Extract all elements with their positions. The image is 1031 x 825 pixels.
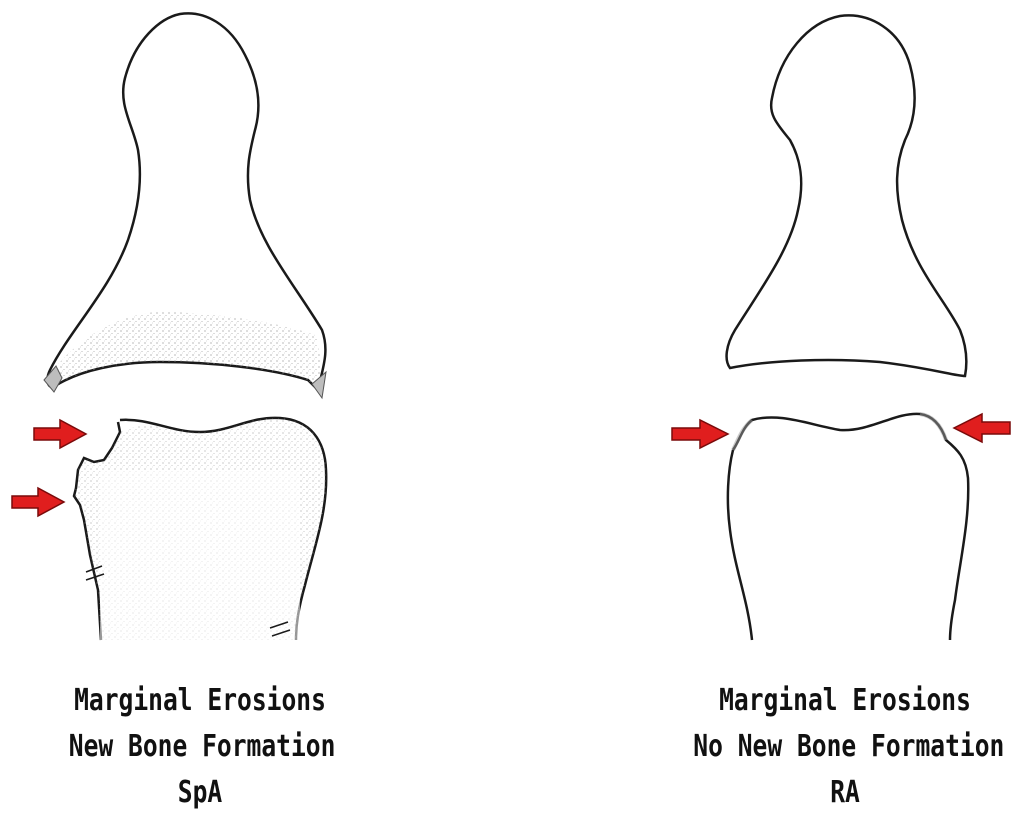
spa-caption-line-1: Marginal Erosions bbox=[69, 678, 331, 724]
ra-caption-line-1: Marginal Erosions bbox=[693, 678, 996, 724]
ra-erosion-left bbox=[733, 420, 752, 450]
spa-caption: Marginal Erosions New Bone Formation SpA bbox=[69, 678, 331, 816]
red-arrow-left-icon bbox=[954, 414, 1010, 442]
spa-joint-illustration bbox=[12, 13, 326, 640]
ra-caption: Marginal Erosions No New Bone Formation … bbox=[693, 678, 996, 816]
spa-caption-line-2: New Bone Formation bbox=[69, 724, 331, 770]
ra-caption-line-3: RA bbox=[693, 770, 996, 816]
spa-lower-fade bbox=[100, 470, 300, 640]
ra-joint-illustration bbox=[672, 15, 1010, 640]
spa-caption-line-3: SpA bbox=[69, 770, 331, 816]
ra-caption-line-2: No New Bone Formation bbox=[693, 724, 996, 770]
ra-lower-bone bbox=[728, 414, 968, 640]
ra-upper-bone bbox=[727, 15, 967, 376]
red-arrow-right-icon bbox=[12, 488, 64, 516]
red-arrow-right-icon bbox=[672, 420, 728, 448]
red-arrow-right-icon bbox=[34, 420, 86, 448]
ra-erosion-right bbox=[920, 414, 946, 440]
